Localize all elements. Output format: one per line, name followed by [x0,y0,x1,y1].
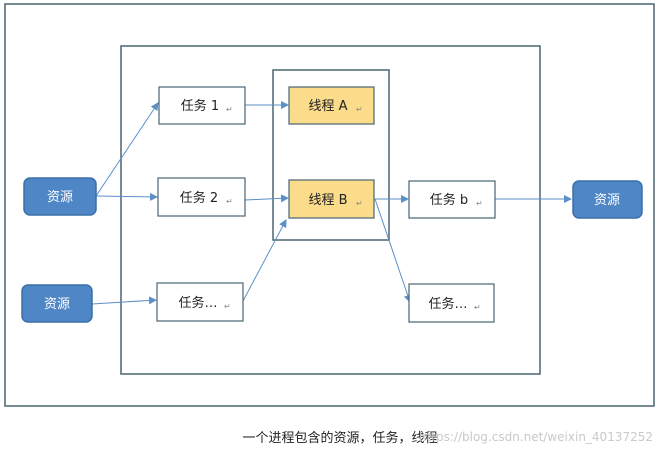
caption: 一个进程包含的资源，任务，线程 [242,430,437,446]
task-1: 任务 1 ↵ [158,86,246,125]
thread-a: 线程 A ↵ [288,86,375,125]
return-mark: ↵ [226,197,233,206]
return-mark: ↵ [356,105,363,114]
arrow-threadB-taskmore-right [374,198,412,303]
task-2-box [157,177,246,217]
resource-left-top-label: 资源 [47,190,73,205]
task-b-box [408,180,496,219]
task-more-label: 任务… [178,295,217,311]
arrow-res1-task2 [95,192,158,201]
resource-right: 资源 [572,180,643,219]
arrows [91,101,572,305]
thread-group-box [272,69,390,241]
return-mark: ↵ [356,199,363,208]
arrow-res2-taskmore [91,296,157,305]
thread-b-box [288,179,375,219]
task-1-label: 任务 1 [181,98,219,114]
task-2-label: 任务 2 [180,190,218,206]
task-2: 任务 2 ↵ [157,177,246,217]
thread-b: 线程 B ↵ [288,179,375,219]
task-more-right: 任务… ↵ [408,283,495,323]
task-b-label: 任务 b [430,192,468,208]
task-more-box [156,282,244,322]
return-mark: ↵ [474,303,481,312]
return-mark: ↵ [224,302,231,311]
resource-left-top-box [23,177,97,216]
thread-b-label: 线程 B [308,193,347,208]
resource-left-top: 资源 [23,177,97,216]
resource-left-bottom-label: 资源 [44,297,70,312]
task-more-right-box [408,283,495,323]
arrow-taskmore-threadB [242,219,287,302]
return-mark: ↵ [226,105,233,114]
process-box [120,45,541,375]
thread-a-box [288,86,375,125]
resource-left-bottom-box [21,284,93,323]
outer-frame [4,3,655,407]
thread-a-label: 线程 A [308,99,347,114]
arrow-res1-task1 [95,102,159,197]
return-mark: ↵ [476,199,483,208]
watermark: https://blog.csdn.net/weixin_40137252 [419,430,653,444]
task-more: 任务… ↵ [156,282,244,322]
resource-left-bottom: 资源 [21,284,93,323]
arrow-task2-threadB [244,194,289,203]
task-1-box [158,86,246,125]
resource-right-box [572,180,643,219]
resource-right-label: 资源 [594,193,620,208]
task-b: 任务 b ↵ [408,180,496,219]
task-more-right-label: 任务… [428,296,467,312]
